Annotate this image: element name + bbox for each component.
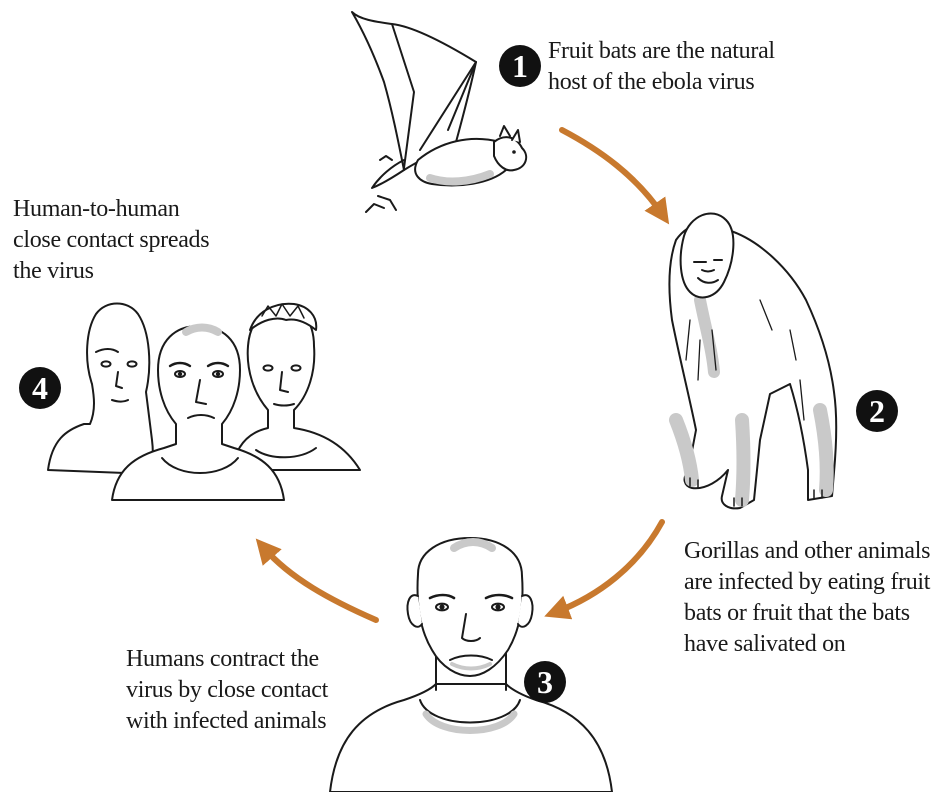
step-1-number: 1: [512, 48, 528, 84]
caption-line: Gorillas and other animals: [684, 536, 936, 567]
fruit-bat-illustration: [352, 12, 526, 212]
caption-line: close contact spreads: [13, 225, 253, 256]
human-group-illustration: [48, 304, 360, 501]
step-4-caption: Human-to-human close contact spreads the…: [13, 194, 253, 287]
caption-line: the virus: [13, 256, 253, 287]
arrow-3-to-4-icon: [264, 548, 376, 620]
caption-line: virus by close contact: [126, 675, 386, 706]
step-1-caption: Fruit bats are the natural host of the e…: [548, 36, 838, 98]
arrow-2-to-3-icon: [556, 522, 662, 612]
step-1-badge: 1: [499, 45, 541, 87]
caption-line: Human-to-human: [13, 194, 253, 225]
step-2-badge: 2: [856, 390, 898, 432]
caption-line: have salivated on: [684, 629, 936, 660]
step-3-badge: 3: [524, 661, 566, 703]
caption-line: Humans contract the: [126, 644, 386, 675]
caption-line: Fruit bats are the natural: [548, 36, 838, 67]
step-2-number: 2: [869, 393, 885, 429]
caption-line: are infected by eating fruit: [684, 567, 936, 598]
step-3-number: 3: [537, 664, 553, 700]
caption-line: bats or fruit that the bats: [684, 598, 936, 629]
step-4-badge: 4: [19, 367, 61, 409]
step-2-caption: Gorillas and other animals are infected …: [684, 536, 936, 660]
arrow-1-to-2-icon: [562, 130, 662, 214]
caption-line: with infected animals: [126, 706, 386, 737]
caption-line: host of the ebola virus: [548, 67, 838, 98]
gorilla-illustration: [669, 213, 836, 508]
step-4-number: 4: [32, 370, 48, 406]
step-3-caption: Humans contract the virus by close conta…: [126, 644, 386, 737]
